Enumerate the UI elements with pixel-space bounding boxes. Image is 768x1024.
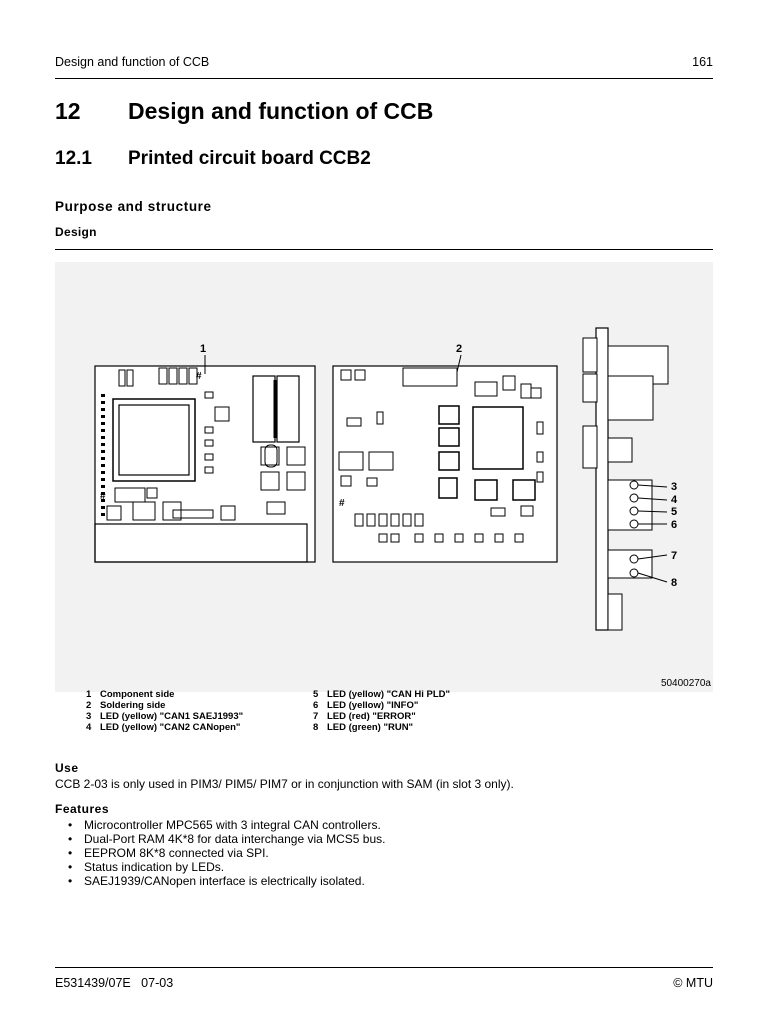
pcb-figure: # # # xyxy=(55,262,713,692)
figure-id: 50400270a xyxy=(660,678,711,689)
callout-8: 8 xyxy=(671,577,677,589)
pcb-drawing: # # # xyxy=(55,262,713,692)
component-side-board: # # xyxy=(94,365,316,563)
front-panel-side-view xyxy=(582,327,669,631)
page-number: 161 xyxy=(692,55,713,69)
callout-2: 2 xyxy=(456,343,462,355)
chapter-title: Design and function of CCB xyxy=(128,98,434,124)
subsection-title: Purpose and structure xyxy=(55,199,212,214)
use-text: CCB 2-03 is only used in PIM3/ PIM5/ PIM… xyxy=(55,777,514,791)
list-item: •Microcontroller MPC565 with 3 integral … xyxy=(68,818,381,832)
features-title: Features xyxy=(55,802,110,816)
section-title: Printed circuit board CCB2 xyxy=(128,148,371,169)
section-number: 12.1 xyxy=(55,148,92,169)
document-id: E531439/07E 07-03 xyxy=(55,976,174,990)
list-item: •SAEJ1939/CANopen interface is electrica… xyxy=(68,874,365,888)
svg-text:#: # xyxy=(100,491,106,502)
callout-leaders xyxy=(204,354,462,374)
list-item: •EEPROM 8K*8 connected via SPI. xyxy=(68,846,269,860)
header-rule xyxy=(55,78,713,79)
chapter-number: 12 xyxy=(55,98,81,124)
subsubsection-title: Design xyxy=(55,225,97,239)
list-item: •Dual-Port RAM 4K*8 for data interchange… xyxy=(68,832,386,846)
callout-1: 1 xyxy=(200,343,206,355)
footer-rule xyxy=(55,967,713,968)
section-rule xyxy=(55,249,713,250)
callout-5: 5 xyxy=(671,506,677,518)
callout-3: 3 xyxy=(671,481,677,493)
callout-7: 7 xyxy=(671,550,677,562)
soldering-side-board: # xyxy=(332,365,558,563)
use-title: Use xyxy=(55,761,79,775)
callout-6: 6 xyxy=(671,519,677,531)
features-list: •Microcontroller MPC565 with 3 integral … xyxy=(68,818,385,888)
callout-4: 4 xyxy=(671,494,678,506)
svg-text:#: # xyxy=(196,371,202,382)
list-item: •Status indication by LEDs. xyxy=(68,860,225,874)
svg-text:#: # xyxy=(339,498,345,509)
copyright: © MTU xyxy=(673,976,713,990)
running-header: Design and function of CCB xyxy=(55,55,210,69)
